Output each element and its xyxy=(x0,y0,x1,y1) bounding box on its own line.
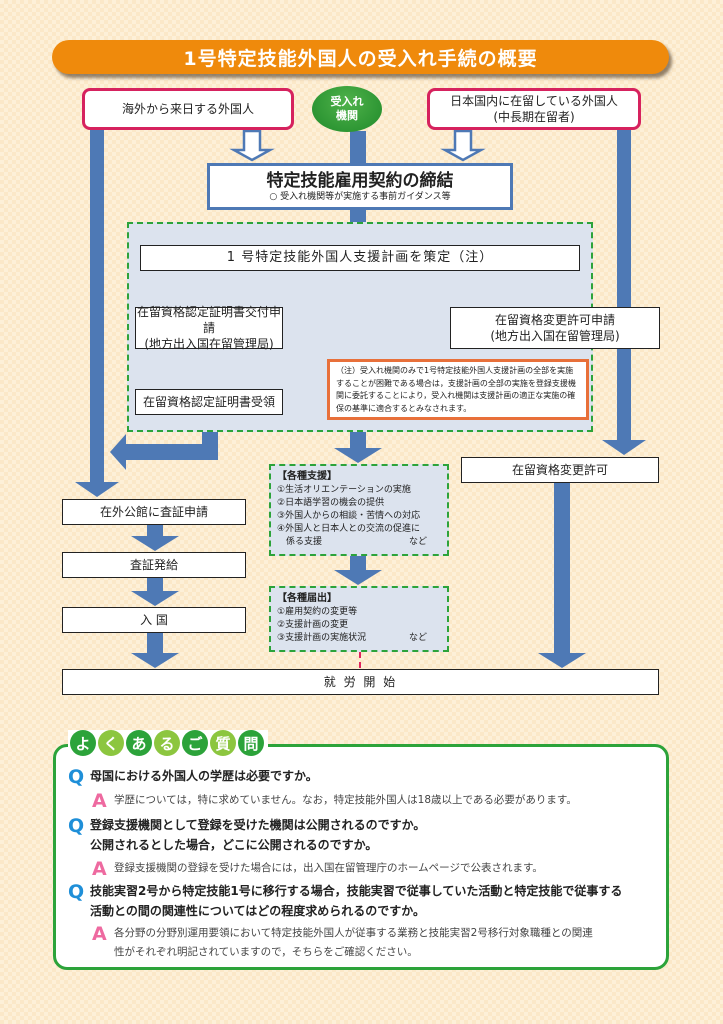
support-item: ③外国人からの相談・苦情への対応 xyxy=(277,511,421,521)
entry-box: 入 国 xyxy=(62,607,246,633)
overseas-hollow-arrow xyxy=(229,129,275,162)
coe-application-box: 在留資格認定証明書交付申請 (地方出入国在留管理局) xyxy=(135,305,283,351)
domestic-down-arrow xyxy=(602,130,646,455)
entry-label: 入 国 xyxy=(140,613,168,627)
q-icon: Q xyxy=(68,881,85,903)
notification-item-last: ③支援計画の実施状況 xyxy=(277,633,367,643)
domestic-foreigner-box: 日本国内に在留している外国人 (中長期在留者) xyxy=(427,88,641,130)
support-heading: 【各種支援】 xyxy=(277,471,337,482)
question-text: 母国における外国人の学歴は必要ですか。 xyxy=(90,769,318,783)
domestic-hollow-arrow xyxy=(440,129,486,162)
coe-receipt-label: 在留資格認定証明書受領 xyxy=(142,395,275,409)
overseas-foreigner-box: 海外から来日する外国人 xyxy=(82,88,294,130)
notifications-list-box: 【各種届出】 ①雇用契約の変更等 ②支援計画の変更 ③支援計画の実施状況 など xyxy=(269,586,449,652)
faq-title-char: く xyxy=(98,730,124,756)
overseas-label: 海外から来日する外国人 xyxy=(121,102,254,116)
question-text: 活動との間の関連性についてはどの程度求められるのですか。 xyxy=(90,904,426,918)
receipt-to-visa-elbow-arrow xyxy=(110,415,218,470)
domestic-line2: (中長期在留者) xyxy=(493,110,575,124)
faq-answer: A 学歴については，特に求めていません。なお，特定技能外国人は18歳以上である必… xyxy=(92,791,577,811)
support-item: ②日本語学習の機会の提供 xyxy=(277,498,385,508)
domestic-line1: 日本国内に在留している外国人 xyxy=(450,94,618,108)
a-icon: A xyxy=(92,923,107,945)
notification-item: ②支援計画の変更 xyxy=(277,620,349,630)
faq-panel xyxy=(53,744,669,970)
answer-text: 登録支援機関の登録を受けた場合には，出入国在留管理庁のホームページで公表されます… xyxy=(114,862,543,874)
change-application-line2: (地方出入国在留管理局) xyxy=(490,329,620,343)
change-application-box: 在留資格変更許可申請 (地方出入国在留管理局) xyxy=(450,307,660,349)
faq-title-char: あ xyxy=(126,730,152,756)
entry-to-work-arrow xyxy=(131,633,179,668)
question-text: 登録支援機関として登録を受けた機関は公開されるのですか。 xyxy=(90,818,426,832)
change-application-line1: 在留資格変更許可申請 xyxy=(494,313,615,327)
change-permit-label: 在留資格変更許可 xyxy=(511,463,608,477)
question-text: 公開されるとした場合，どこに公開されるのですか。 xyxy=(90,838,378,852)
support-plan-box: 1 号特定技能外国人支援計画を策定（注） xyxy=(140,245,580,271)
notification-item: ①雇用契約の変更等 xyxy=(277,607,358,617)
note-text: （注）受入れ機関のみで1号特定技能外国人支援計画の全部を実施することが困難である… xyxy=(336,366,576,413)
support-to-notifications-arrow xyxy=(334,556,382,585)
host-org-stem xyxy=(350,131,366,163)
contract-title: 特定技能雇用契約の締結 xyxy=(266,170,454,191)
answer-text: 性がそれぞれ明記されていますので，そちらをご確認ください。 xyxy=(114,946,418,958)
contract-box: 特定技能雇用契約の締結 ○ 受入れ機関等が実施する事前ガイダンス等 xyxy=(207,163,513,210)
support-etc: など xyxy=(408,537,427,547)
visa-app-to-issue-arrow xyxy=(131,525,179,551)
page-title: 1号特定技能外国人の受入れ手続の概要 xyxy=(52,40,669,74)
support-item: ④外国人と日本人との交流の促進に xyxy=(277,524,420,534)
faq-answer: A 登録支援機関の登録を受けた場合には，出入国在留管理庁のホームページで公表され… xyxy=(92,859,543,879)
note-box: （注）受入れ機関のみで1号特定技能外国人支援計画の全部を実施することが困難である… xyxy=(327,359,589,420)
notifications-etc: など xyxy=(408,633,427,643)
visa-issue-label: 査証発給 xyxy=(129,558,178,572)
faq-title-char: ご xyxy=(182,730,208,756)
notifications-heading: 【各種届出】 xyxy=(277,593,337,604)
faq-title-char: 問 xyxy=(238,730,264,756)
faq-title: よ く あ る ご 質 問 xyxy=(68,730,268,758)
question-text: 技能実習2号から特定技能1号に移行する場合，技能実習で従事していた活動と特定技能… xyxy=(90,884,623,898)
overseas-down-arrow xyxy=(75,130,119,497)
visa-application-label: 在外公館に査証申請 xyxy=(99,505,208,519)
host-org-line2: 機関 xyxy=(336,109,358,122)
answer-text: 学歴については，特に求めていません。なお，特定技能外国人は18歳以上である必要が… xyxy=(114,794,577,806)
q-icon: Q xyxy=(68,815,85,837)
change-permit-box: 在留資格変更許可 xyxy=(461,457,659,483)
permit-to-work-arrow xyxy=(538,483,586,668)
q-icon: Q xyxy=(68,766,85,788)
a-icon: A xyxy=(92,858,107,880)
faq-title-char: よ xyxy=(70,730,96,756)
coe-receipt-box: 在留資格認定証明書受領 xyxy=(135,389,283,415)
coe-application-line1: 在留資格認定証明書交付申請 xyxy=(136,305,281,335)
host-org-line1: 受入れ xyxy=(330,95,364,108)
issue-to-entry-arrow xyxy=(131,578,179,606)
faq-question: Q 技能実習2号から特定技能1号に移行する場合，技能実習で従事していた活動と特定… xyxy=(68,881,622,921)
start-work-label: 就 労 開 始 xyxy=(323,675,398,689)
visa-application-box: 在外公館に査証申請 xyxy=(62,499,246,525)
faq-question: Q 母国における外国人の学歴は必要ですか。 xyxy=(68,766,318,788)
faq-title-char: 質 xyxy=(210,730,236,756)
faq-question: Q 登録支援機関として登録を受けた機関は公開されるのですか。 公開されるとした場… xyxy=(68,815,425,855)
faq-title-char: る xyxy=(154,730,180,756)
faq-answer: A 各分野の分野別運用要領において特定技能外国人が従事する業務と技能実習2号移行… xyxy=(92,924,593,962)
a-icon: A xyxy=(92,790,107,812)
support-item: ①生活オリエンテーションの実施 xyxy=(277,485,411,495)
answer-text: 各分野の分野別運用要領において特定技能外国人が従事する業務と技能実習2号移行対象… xyxy=(114,927,593,939)
support-list-box: 【各種支援】 ①生活オリエンテーションの実施 ②日本語学習の機会の提供 ③外国人… xyxy=(269,464,449,556)
support-item-last: 係る支援 xyxy=(286,537,323,547)
host-organization-oval: 受入れ 機関 xyxy=(312,86,382,132)
start-work-box: 就 労 開 始 xyxy=(62,669,659,695)
plan-to-support-arrow xyxy=(334,432,382,463)
support-plan-label: 1 号特定技能外国人支援計画を策定（注） xyxy=(226,250,494,265)
visa-issue-box: 査証発給 xyxy=(62,552,246,578)
contract-subtitle: ○ 受入れ機関等が実施する事前ガイダンス等 xyxy=(269,191,451,202)
coe-application-line2: (地方出入国在留管理局) xyxy=(144,337,274,351)
